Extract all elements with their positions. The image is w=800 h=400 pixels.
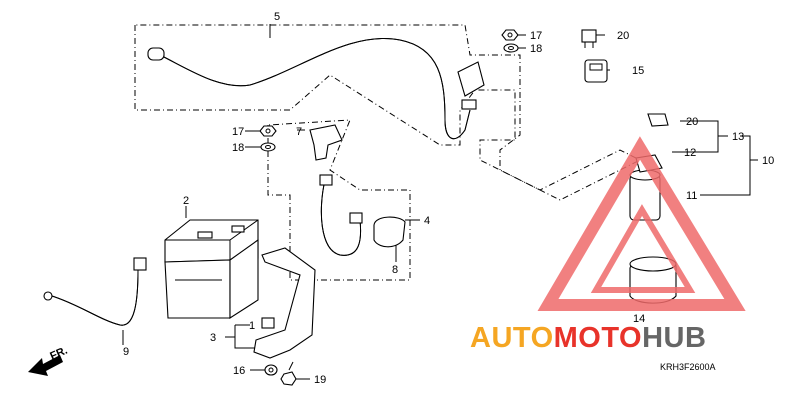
washer-18-top (503, 43, 519, 53)
label-12: 12 (684, 147, 696, 159)
label-13: 13 (732, 131, 744, 143)
direction-arrow: FR. (28, 345, 69, 376)
label-20-top: 20 (617, 30, 629, 42)
nut-17-top (501, 29, 519, 41)
label-17-top: 17 (530, 30, 542, 42)
label-16: 16 (233, 365, 245, 377)
cable-9 (43, 257, 147, 326)
group-outlines (134, 24, 642, 281)
label-11: 11 (686, 190, 697, 202)
cable-5 (147, 38, 485, 140)
label-1: 1 (249, 320, 255, 332)
label-18-top: 18 (530, 43, 542, 55)
watermark-hub: HUB (642, 322, 706, 354)
leader-lines (122, 24, 758, 380)
label-2: 2 (183, 195, 189, 207)
watermark-auto: AUTO (470, 322, 554, 354)
battery-2 (164, 219, 259, 320)
nut-17-mid (259, 125, 277, 137)
fuse-cover-15 (584, 59, 608, 83)
label-7: 7 (296, 126, 302, 138)
battery-holder-3 (253, 247, 316, 359)
label-3: 3 (210, 332, 216, 344)
label-19: 19 (314, 374, 326, 386)
diagram-code: KRH3F2600A (660, 362, 716, 372)
label-8: 8 (392, 264, 398, 276)
watermark-wordmark: AUTOMOTOHUB (470, 322, 706, 354)
label-20-right: 20 (686, 116, 698, 128)
label-15: 15 (632, 65, 644, 77)
label-4: 4 (424, 215, 430, 227)
label-5: 5 (274, 11, 280, 23)
svg-text:AUTOMOTOHUB: AUTOMOTOHUB (470, 322, 706, 354)
relay-holder-14 (629, 256, 677, 304)
direction-label: FR. (48, 345, 69, 363)
part-number-labels: 5 17 18 20 15 17 18 7 20 13 12 10 11 2 4… (123, 11, 774, 386)
watermark-triangle (537, 136, 746, 311)
washer-18-mid (260, 142, 276, 152)
bolt-16 (264, 364, 278, 376)
label-9: 9 (123, 346, 129, 358)
label-17-mid: 17 (232, 126, 244, 138)
label-14: 14 (633, 313, 645, 325)
fuse-20-top (581, 29, 597, 48)
label-10: 10 (762, 155, 774, 167)
watermark-moto: MOTO (554, 322, 642, 354)
bolt-19 (280, 361, 297, 386)
cable-4 (309, 124, 406, 256)
label-18-mid: 18 (232, 142, 244, 154)
